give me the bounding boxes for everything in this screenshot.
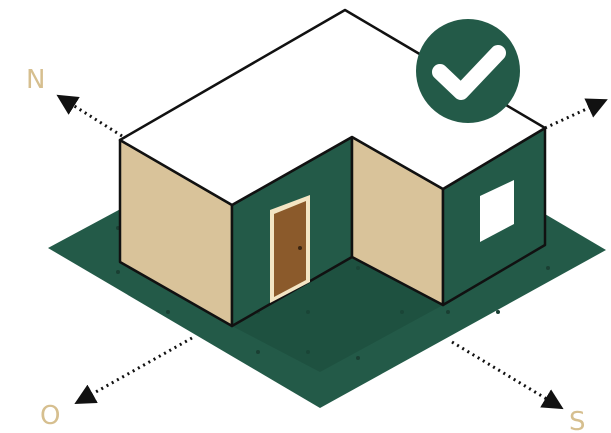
approved-badge bbox=[416, 19, 520, 123]
badge-circle bbox=[416, 19, 520, 123]
roof bbox=[118, 8, 547, 207]
north-arrow bbox=[56, 94, 123, 138]
door-panel bbox=[274, 201, 306, 297]
west-arrow bbox=[74, 336, 193, 405]
south-arrow bbox=[451, 340, 564, 410]
compass-north-label: N bbox=[26, 65, 45, 95]
door bbox=[270, 195, 310, 303]
compass-arrows bbox=[56, 94, 608, 410]
door-knob bbox=[298, 246, 302, 250]
east-arrow bbox=[544, 98, 608, 130]
compass-south-label: S bbox=[569, 407, 586, 433]
window bbox=[480, 180, 514, 242]
compass-west-label: O bbox=[40, 401, 60, 431]
house-shadow bbox=[230, 255, 443, 372]
check-icon bbox=[432, 45, 506, 100]
